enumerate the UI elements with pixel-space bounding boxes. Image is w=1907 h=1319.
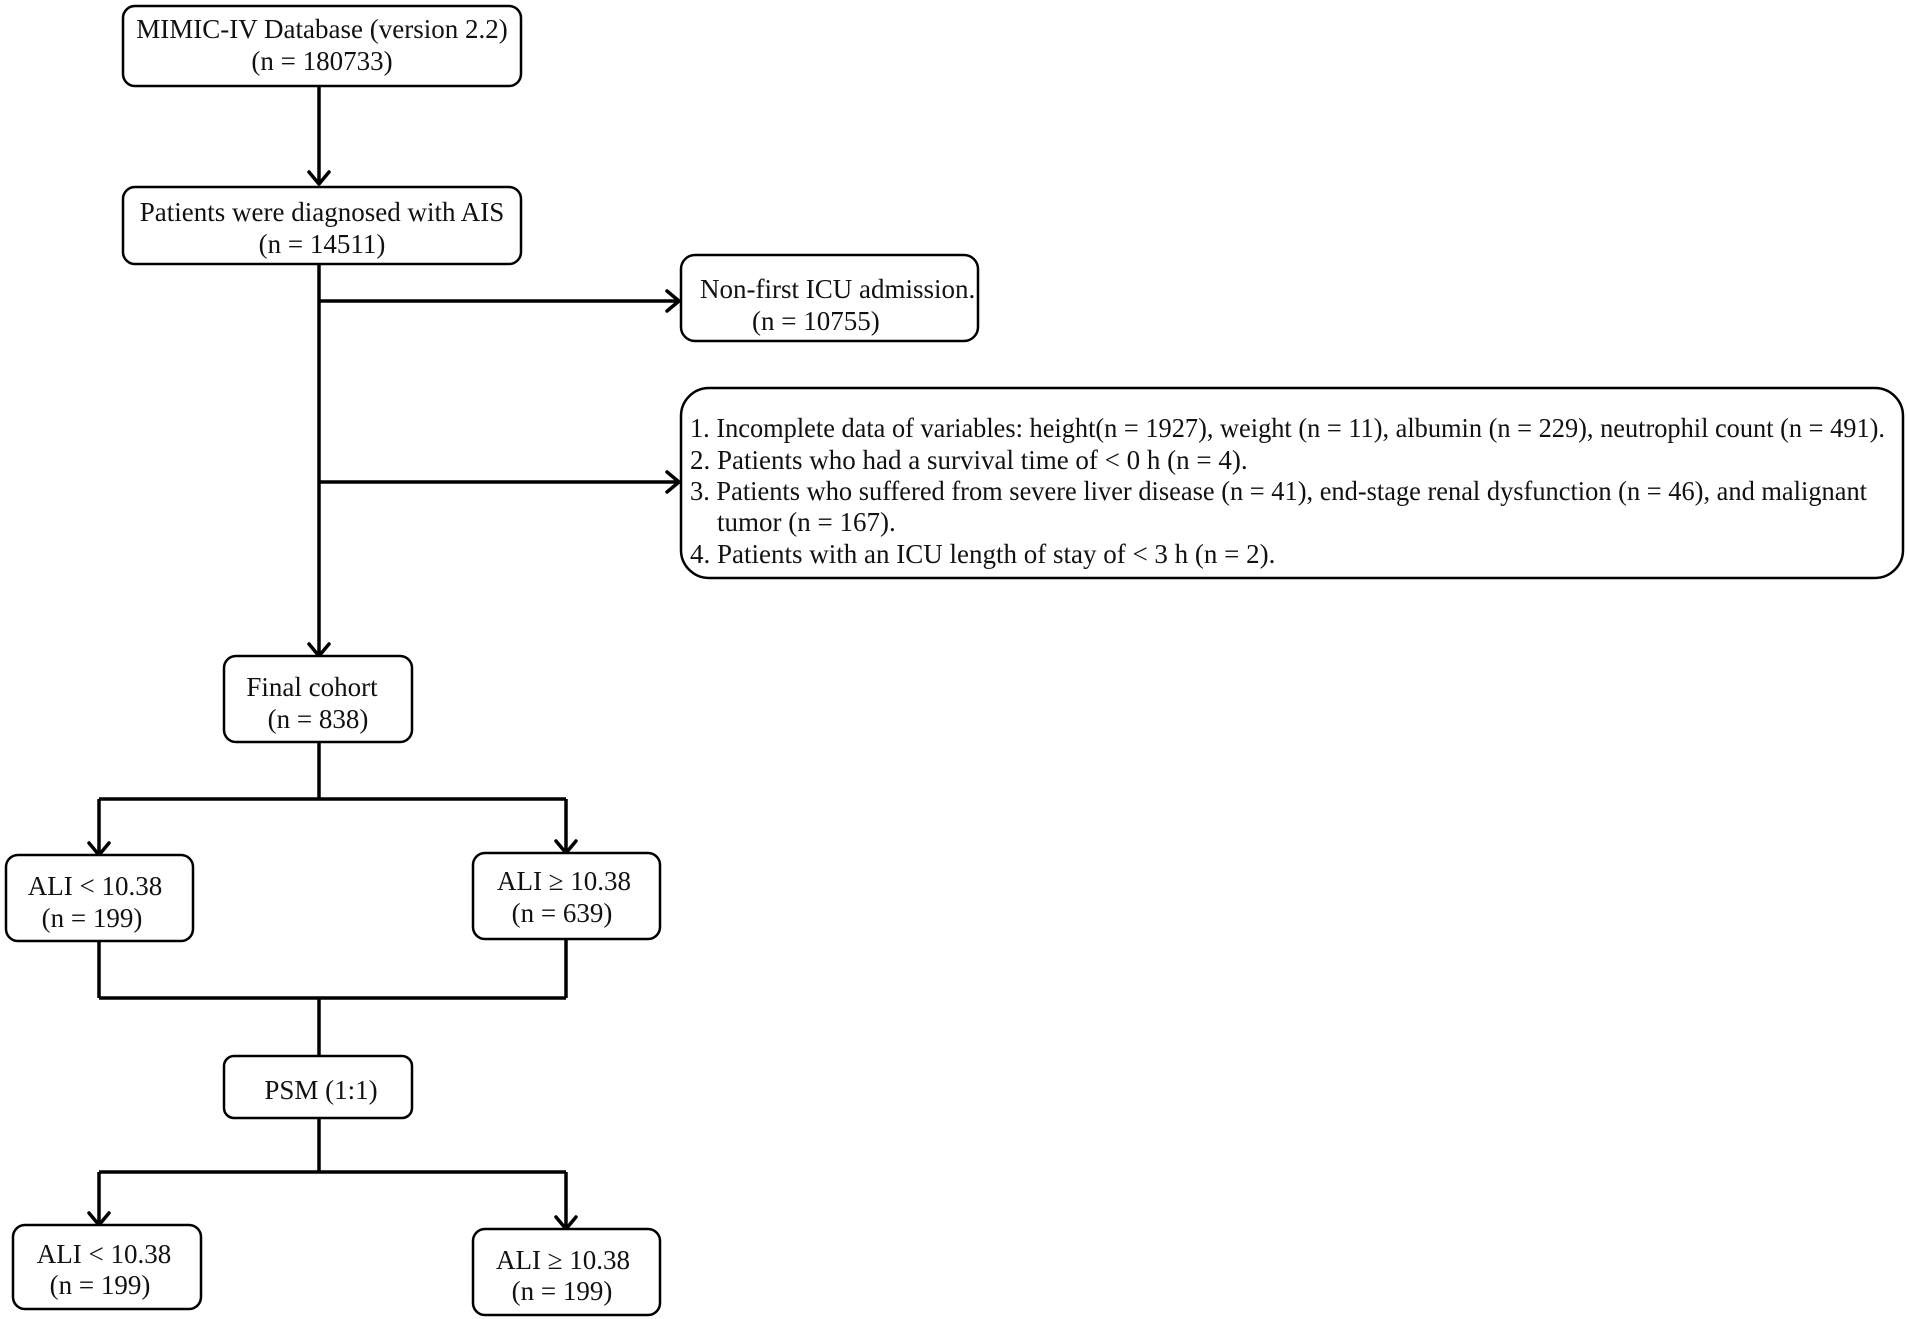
psm-ali-low-count: (n = 199) [50, 1270, 151, 1300]
psm-ali-high-count: (n = 199) [512, 1276, 613, 1306]
non-first-count: (n = 10755) [752, 306, 880, 336]
database-title: MIMIC-IV Database (version 2.2) [136, 14, 507, 44]
psm-title: PSM (1:1) [264, 1075, 377, 1105]
node-ali-high: ALI ≥ 10.38 (n = 639) [471, 851, 662, 941]
final-cohort-count: (n = 838) [268, 704, 369, 734]
node-exclusions: 1. Incomplete data of variables: height(… [679, 386, 1905, 580]
ali-low-count: (n = 199) [42, 903, 143, 933]
arrowhead-exclusions [665, 470, 681, 494]
node-database: MIMIC-IV Database (version 2.2) (n = 180… [121, 4, 523, 88]
database-count: (n = 180733) [251, 46, 392, 76]
exclusion-item-3-continued: tumor (n = 167). [717, 507, 896, 537]
ais-count: (n = 14511) [259, 229, 386, 259]
exclusion-item-4: 4. Patients with an ICU length of stay o… [690, 539, 1275, 569]
exclusion-item-3: 3. Patients who suffered from severe liv… [690, 476, 1867, 506]
node-non-first-icu: Non-first ICU admission. (n = 10755) [679, 253, 980, 343]
node-final-cohort: Final cohort (n = 838) [222, 654, 414, 744]
final-cohort-title: Final cohort [246, 672, 378, 702]
non-first-title: Non-first ICU admission. [700, 274, 975, 304]
psm-ali-high-title: ALI ≥ 10.38 [496, 1245, 630, 1275]
ali-high-count: (n = 639) [512, 898, 613, 928]
ais-title: Patients were diagnosed with AIS [140, 197, 504, 227]
ali-high-title: ALI ≥ 10.38 [497, 866, 631, 896]
exclusion-item-2: 2. Patients who had a survival time of <… [690, 445, 1248, 475]
exclusion-item-1: 1. Incomplete data of variables: height(… [690, 413, 1885, 443]
node-psm-ali-high: ALI ≥ 10.38 (n = 199) [471, 1227, 662, 1317]
node-psm: PSM (1:1) [222, 1054, 414, 1120]
connectors [87, 86, 681, 1231]
node-ais: Patients were diagnosed with AIS (n = 14… [121, 185, 523, 266]
arrowhead-non-first [665, 289, 681, 313]
node-psm-ali-low: ALI < 10.38 (n = 199) [11, 1223, 203, 1311]
psm-ali-low-title: ALI < 10.38 [37, 1239, 171, 1269]
node-ali-low: ALI < 10.38 (n = 199) [4, 853, 195, 943]
arrowhead-ais [307, 170, 331, 186]
ali-low-title: ALI < 10.38 [28, 871, 162, 901]
